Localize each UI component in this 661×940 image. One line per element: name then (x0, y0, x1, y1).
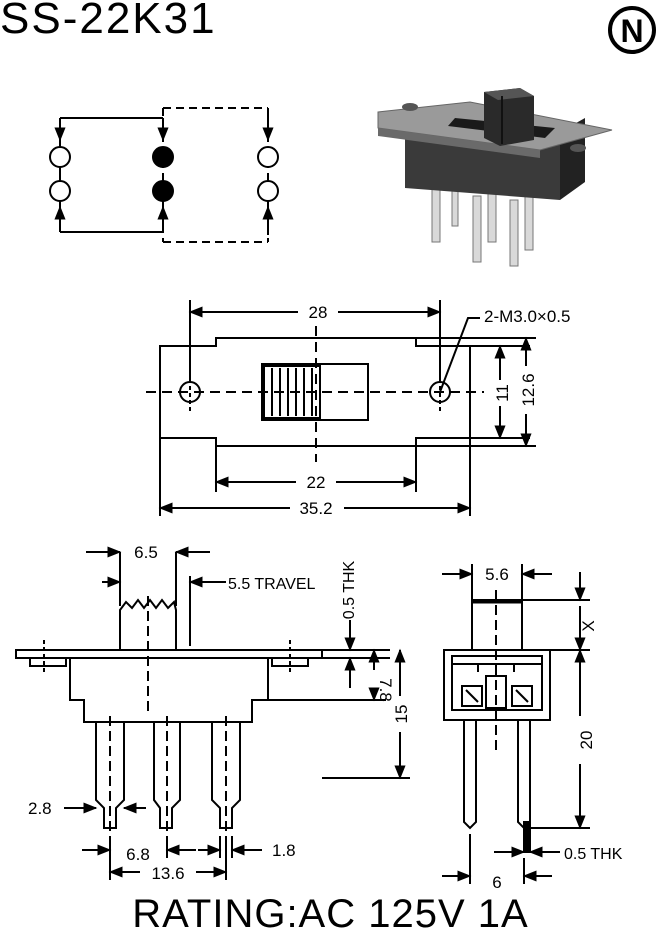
dim-pin-thk-label: 1.8 (272, 841, 296, 860)
dim-x-label: X (579, 620, 598, 631)
dim-thk-label: 0.5 THK (341, 560, 358, 619)
part-number-title: SS-22K31 (0, 0, 217, 43)
dim-travel-label: 5.5 TRAVEL (228, 576, 316, 593)
brand-logo-letter: N (620, 13, 643, 49)
dim-inner-height-label: 11 (493, 384, 512, 402)
dim-pin-pitch-label: 6.8 (126, 845, 150, 864)
dim-pin-thk-end-label: 0.5 THK (564, 846, 623, 863)
brand-logo: N (608, 6, 656, 54)
circuit-schematic (49, 107, 279, 243)
switch-product-illustration (377, 88, 613, 267)
top-view-drawing (146, 300, 536, 516)
dim-length-label: 28 (309, 303, 328, 322)
top-view-labels: 28 2-M3.0×0.5 11 12.6 22 35.2 (299, 303, 570, 518)
side-view-drawing (15, 546, 410, 880)
end-view-labels: 5.6 X 20 0.5 THK 6 (485, 565, 623, 892)
dim-total-height-label: 15 (392, 705, 411, 724)
rating-text: RATING:AC 125V 1A (132, 892, 529, 936)
dim-pin-width-label: 2.8 (28, 799, 52, 818)
dim-actuator-label: 6.5 (134, 543, 158, 562)
dim-pin-span-label: 13.6 (151, 864, 184, 883)
dim-hole-label: 2-M3.0×0.5 (484, 307, 570, 326)
dim-body-label: 22 (307, 473, 326, 492)
dim-total-label: 35.2 (299, 499, 332, 518)
dim-body-height-label: 7.8 (376, 678, 395, 702)
dim-pin-spacing-label: 6 (492, 873, 501, 892)
end-view-drawing (442, 564, 590, 884)
side-view-labels: 6.5 5.5 TRAVEL 0.5 THK 7.8 15 2.8 6.8 13… (28, 543, 411, 883)
dim-actuator-width-label: 5.6 (485, 565, 509, 584)
dim-outer-height-label: 12.6 (519, 373, 538, 406)
dim-pin-length-label: 20 (577, 731, 596, 750)
